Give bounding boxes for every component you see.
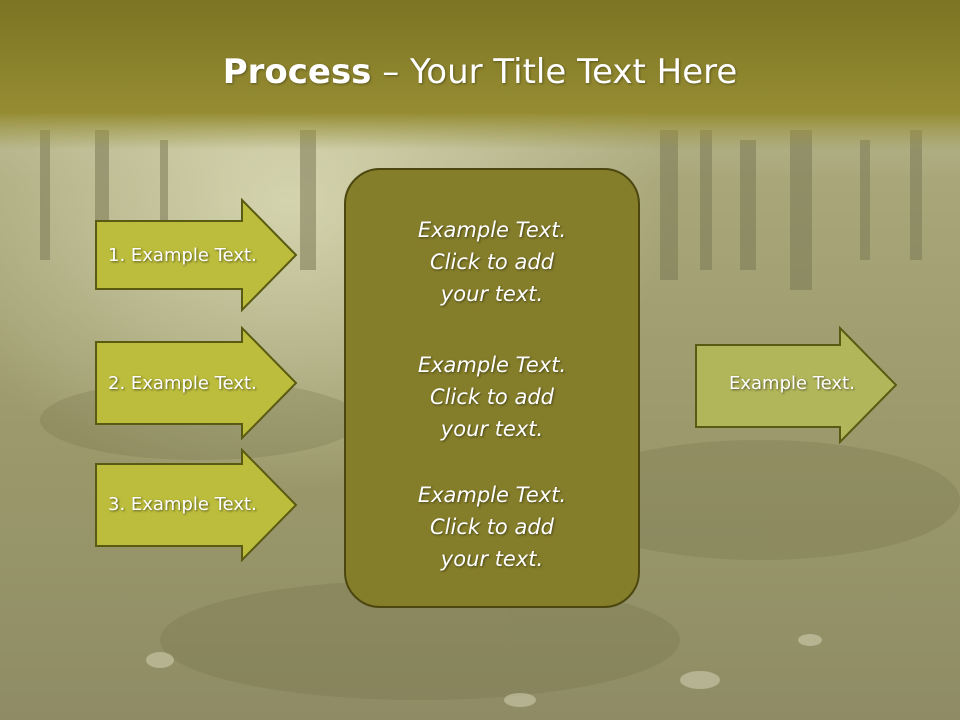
center-paragraph-2: Example Text. Click to add your text. <box>346 349 638 445</box>
center-line: your text. <box>440 547 544 571</box>
title-band <box>0 0 960 150</box>
center-paragraph-3: Example Text. Click to add your text. <box>346 479 638 575</box>
center-line: Example Text. <box>417 353 567 377</box>
right-arrow[interactable] <box>694 326 900 444</box>
left-arrow-3[interactable] <box>94 448 300 562</box>
center-text-box[interactable]: Example Text. Click to add your text. Ex… <box>344 168 640 608</box>
left-arrow-1-label: 1. Example Text. <box>108 245 257 266</box>
center-line: Example Text. <box>417 218 567 242</box>
left-arrow-2-label: 2. Example Text. <box>108 373 257 394</box>
right-arrow-label: Example Text. <box>729 373 855 394</box>
title-bold: Process <box>222 52 372 92</box>
center-line: your text. <box>440 417 544 441</box>
slide-title[interactable]: Process – Your Title Text Here <box>0 52 960 92</box>
center-paragraph-1: Example Text. Click to add your text. <box>346 214 638 310</box>
center-line: Click to add <box>429 250 554 274</box>
left-arrow-3-label: 3. Example Text. <box>108 494 257 515</box>
center-line: Example Text. <box>417 483 567 507</box>
center-line: Click to add <box>429 515 554 539</box>
left-arrow-2[interactable] <box>94 326 300 440</box>
center-line: your text. <box>440 282 544 306</box>
left-arrow-1[interactable] <box>94 198 300 312</box>
title-rest: – Your Title Text Here <box>371 52 738 92</box>
center-line: Click to add <box>429 385 554 409</box>
